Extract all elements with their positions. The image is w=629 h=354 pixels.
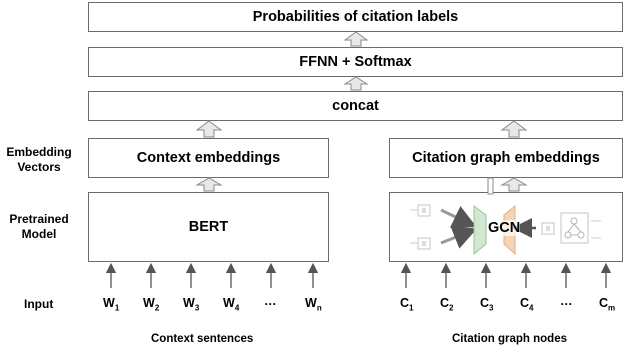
context-sentences-caption: Context sentences — [151, 333, 254, 345]
pretrained-model-label: Pretrained Model — [9, 212, 69, 241]
probabilities-label: Probabilities of citation labels — [252, 9, 459, 25]
graph-icon — [560, 212, 589, 244]
token-c4: C4 — [520, 296, 534, 313]
context-embeddings-label: Context embeddings — [136, 150, 281, 166]
token-w1: W1 — [103, 296, 120, 313]
token-c3: C3 — [480, 296, 494, 313]
gcn-output-connector — [487, 177, 494, 195]
ffnn-softmax-box: FFNN + Softmax — [88, 47, 623, 77]
gcn-encoder-shape — [473, 205, 487, 256]
citation-graph-embeddings-label: Citation graph embeddings — [412, 150, 600, 166]
ffnn-softmax-label: FFNN + Softmax — [299, 54, 412, 70]
block-arrow-context-to-concat — [195, 120, 223, 138]
context-embeddings-box: Context embeddings — [88, 138, 329, 178]
bert-box: BERT — [88, 192, 329, 262]
embedding-vectors-label: Embedding Vectors — [6, 145, 72, 174]
gcn-label: GCN — [488, 220, 521, 236]
citation-graph-nodes-caption: Citation graph nodes — [452, 333, 567, 345]
bert-label: BERT — [188, 219, 229, 235]
token-ellipsis-w: … — [264, 294, 277, 308]
token-wn: Wn — [305, 296, 322, 313]
token-cm: Cm — [599, 296, 616, 313]
concat-box: concat — [88, 91, 623, 121]
block-arrow-ffnn-to-prob — [343, 31, 369, 47]
concat-label: concat — [332, 98, 379, 114]
citation-graph-embeddings-box: Citation graph embeddings — [389, 138, 623, 178]
input-label: Input — [24, 297, 54, 311]
block-arrow-concat-to-ffnn — [343, 76, 369, 91]
block-arrow-bert-to-context — [195, 177, 223, 192]
token-w2: W2 — [143, 296, 160, 313]
token-c2: C2 — [440, 296, 454, 313]
block-arrow-graph-to-concat — [500, 120, 528, 138]
token-ellipsis-c: … — [560, 294, 573, 308]
token-c1: C1 — [400, 296, 414, 313]
probabilities-box: Probabilities of citation labels — [88, 2, 623, 32]
token-w3: W3 — [183, 296, 200, 313]
block-arrow-gcn-to-graph — [500, 177, 528, 192]
token-w4: W4 — [223, 296, 240, 313]
gcn-illustration — [410, 204, 601, 256]
